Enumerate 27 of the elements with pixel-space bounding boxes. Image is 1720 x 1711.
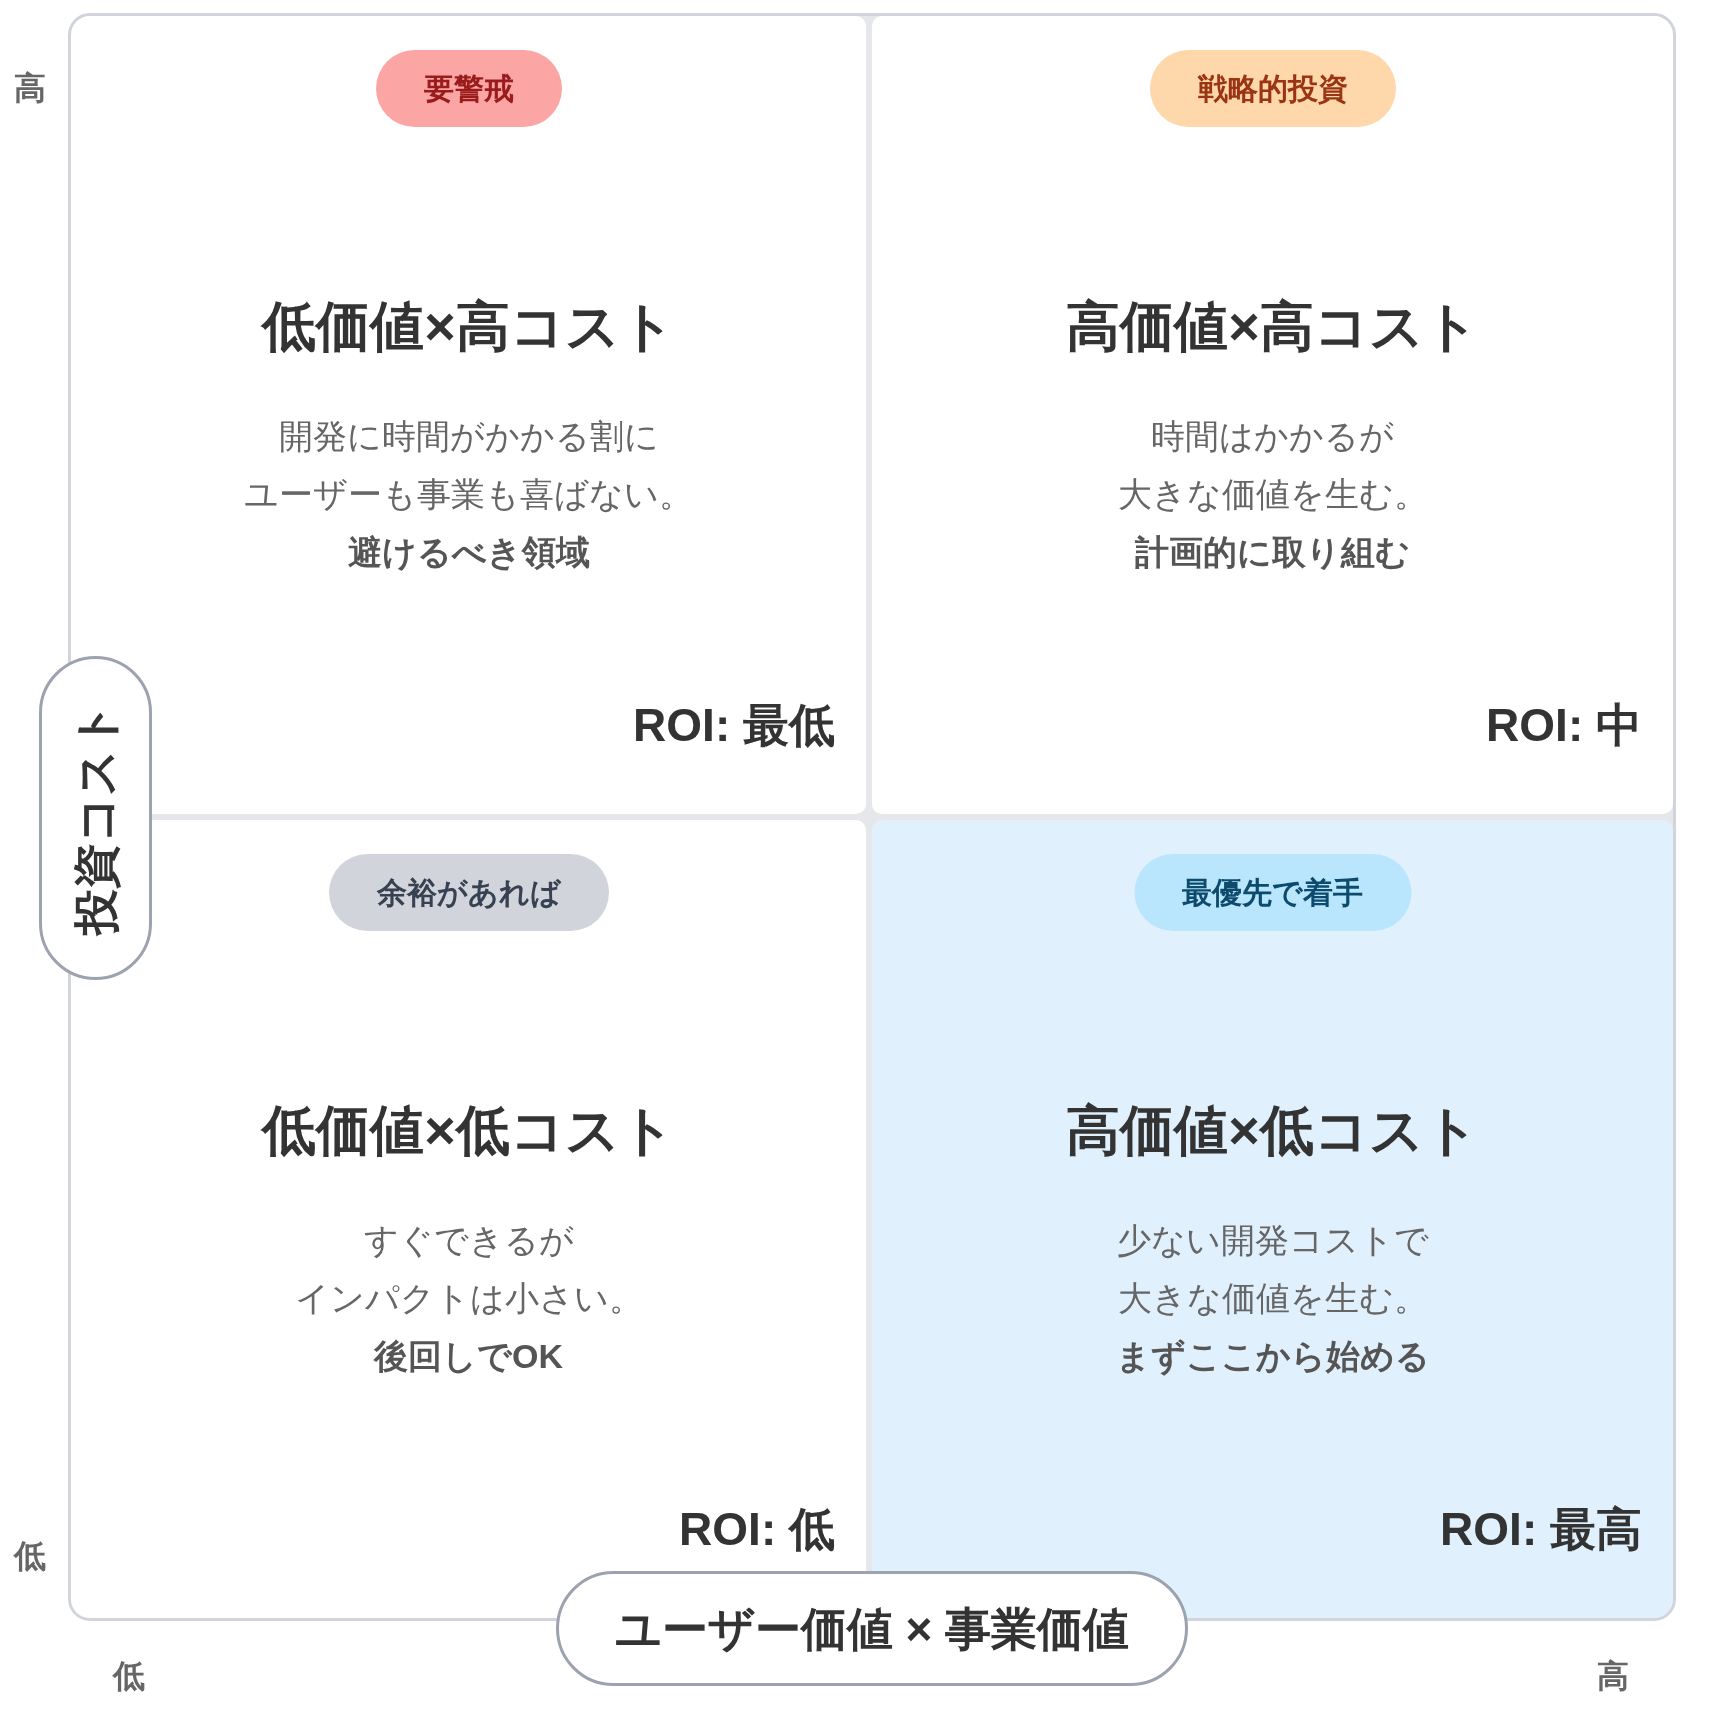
- axis-level-label: 低: [113, 1658, 145, 1694]
- description-text: 開発に時間がかかる割にユーザーも事業も喜ばない。: [244, 416, 693, 515]
- description-text: すぐできるがインパクトは小さい。: [294, 1220, 643, 1319]
- emphasis-text: 避けるべき領域: [347, 532, 590, 572]
- emphasis-text: まずここから始める: [1115, 1336, 1430, 1376]
- axis-level-label: 高: [14, 70, 46, 106]
- quadrant-title: 高価値×高コスト: [1066, 296, 1479, 356]
- axis-title: 投資コスト: [69, 701, 122, 935]
- roi-label: ROI: 最低: [633, 699, 835, 751]
- priority-badge: 戦略的投資: [1149, 50, 1396, 127]
- quadrant-title: 高価値×低コスト: [1066, 1100, 1479, 1160]
- priority-badge: 余裕があれば: [328, 854, 609, 931]
- axis-title: ユーザー価値 × 事業価値: [614, 1602, 1130, 1655]
- description-text: 時間はかかるが大きな価値を生む。: [1117, 416, 1428, 515]
- priority-badge: 要警戒: [375, 50, 562, 127]
- emphasis-text: 計画的に取り組む: [1135, 532, 1410, 572]
- quadrant-title: 低価値×低コスト: [262, 1100, 675, 1160]
- axis-level-label: 低: [14, 1538, 46, 1574]
- roi-label: ROI: 最高: [1440, 1503, 1642, 1555]
- quadrant-title: 低価値×高コスト: [262, 296, 675, 356]
- axis-level-label: 高: [1597, 1658, 1629, 1694]
- quadrant-panel: [872, 16, 1673, 814]
- roi-label: ROI: 中: [1486, 699, 1642, 751]
- priority-badge: 最優先で着手: [1134, 854, 1411, 931]
- description-text: 少ない開発コストで大きな価値を生む。: [1116, 1220, 1429, 1319]
- emphasis-text: 後回しでOK: [374, 1336, 563, 1376]
- roi-label: ROI: 低: [679, 1503, 835, 1555]
